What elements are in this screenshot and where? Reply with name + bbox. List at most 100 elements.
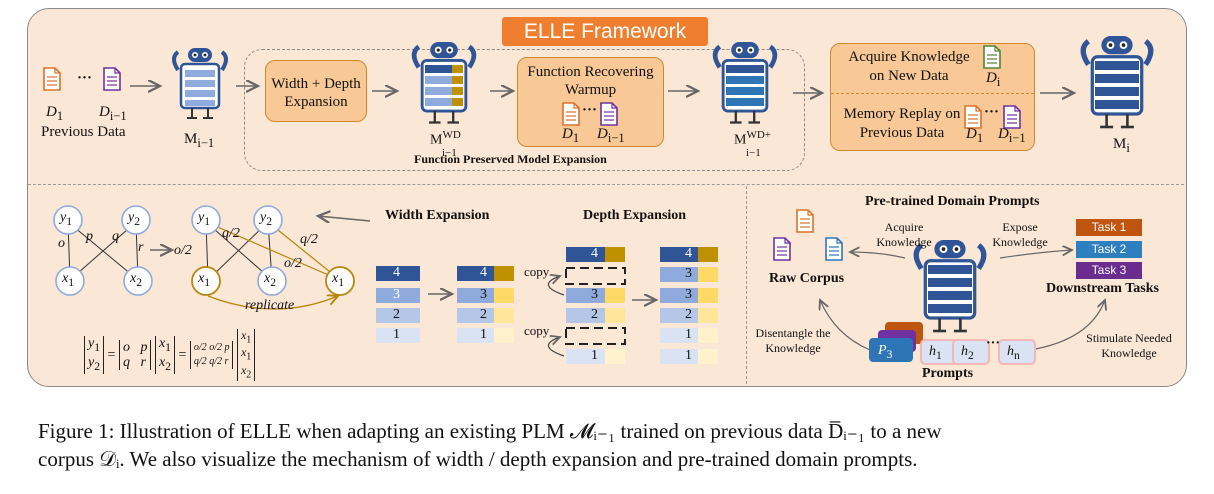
depth-expansion-layers <box>547 247 718 364</box>
model-prev-label: Mi−1 <box>184 131 215 150</box>
label-y1: y1 <box>60 210 73 228</box>
model-expansion-group <box>244 49 805 171</box>
label-x1: x1 <box>62 271 75 289</box>
replicate-label: replicate <box>245 298 295 313</box>
downstream-tasks-label: Downstream Tasks <box>1046 281 1159 296</box>
document-icon <box>796 209 814 233</box>
label-r: r <box>138 240 144 255</box>
task-3-badge: Task 3 <box>1076 262 1142 279</box>
node-y1 <box>53 205 83 235</box>
label-dim1: Di−1 <box>99 104 127 123</box>
layer-num: 2 <box>393 307 400 322</box>
label-x2-exp: x2 <box>264 271 277 289</box>
width-expansion-title: Width Expansion <box>385 208 490 223</box>
document-icon <box>43 67 61 91</box>
prompt-p3 <box>869 338 913 362</box>
label-o: o <box>58 236 65 251</box>
layer-num: 1 <box>480 327 487 342</box>
dots: ··· <box>77 70 93 86</box>
document-icon <box>562 102 580 126</box>
model-wdp-label: MWD+i−1 <box>734 129 771 159</box>
node-x1 <box>55 266 85 296</box>
document-icon <box>964 105 982 129</box>
layer-num: 3 <box>685 287 692 302</box>
layer-num: 3 <box>393 287 400 302</box>
layer-num: 4 <box>591 246 598 261</box>
model-final-label: Mi <box>1113 136 1130 155</box>
label-y1-exp: y1 <box>198 210 211 228</box>
prompts-panel-graphics <box>773 209 1105 365</box>
vertical-divider <box>746 186 747 384</box>
di-label: Di <box>986 70 1001 89</box>
layer-num: 1 <box>685 327 692 342</box>
label-x1-exp: x1 <box>198 271 211 289</box>
h2-label: h2 <box>961 344 974 362</box>
function-warmup-box: Function Recovering Warmup <box>517 57 664 147</box>
layer-num: 4 <box>480 265 487 280</box>
stimulate-caption: Stimulate Needed Knowledge <box>1086 331 1172 360</box>
expose-knowledge-caption: Expose Knowledge <box>992 220 1048 249</box>
layer-num: 2 <box>685 307 692 322</box>
robot-prompts <box>916 240 984 331</box>
layer-num: 4 <box>393 265 400 280</box>
label-y2-exp: y2 <box>260 210 273 228</box>
h1-label: h1 <box>929 344 942 362</box>
layer-num: 2 <box>591 307 598 322</box>
replay-dots: ··· <box>984 104 1000 120</box>
node-y2 <box>121 205 151 235</box>
label-q: q <box>112 229 119 244</box>
layer-num: 4 <box>685 246 692 261</box>
layer-num: 3 <box>480 287 487 302</box>
prompts-label: Prompts <box>922 366 974 381</box>
document-icon <box>825 237 843 261</box>
acquire-knowledge-label: Acquire Knowledge on New Data <box>848 49 970 84</box>
task-2-badge: Task 2 <box>1076 241 1142 258</box>
width-expansion-layers <box>376 266 514 343</box>
document-icon <box>1003 105 1021 129</box>
node-x1-expanded <box>191 266 221 296</box>
knowledge-box <box>830 43 1035 151</box>
replay-dim1: Di−1 <box>998 126 1026 145</box>
label-q2-a: q/2 <box>222 226 240 241</box>
node-y1-expanded <box>191 205 221 235</box>
layer-num: 1 <box>685 348 692 363</box>
memory-replay-label: Memory Replay on Previous Data <box>843 106 961 141</box>
document-icon <box>103 67 121 91</box>
copy-label: copy <box>524 323 550 338</box>
width-depth-box: Width + Depth Expansion <box>265 60 367 122</box>
layer-num: 1 <box>393 327 400 342</box>
depth-expansion-title: Depth Expansion <box>583 208 687 223</box>
label-d1: D1 <box>46 104 64 123</box>
replay-d1: D1 <box>966 126 984 145</box>
p3-label: P3 <box>878 343 893 361</box>
robot-model-wd <box>414 42 474 123</box>
label-o2-b: o/2 <box>284 256 302 271</box>
knowledge-box-divider <box>831 93 1034 94</box>
node-x2-expanded <box>257 266 287 296</box>
label-o2: o/2 <box>174 243 192 258</box>
document-icon <box>773 237 791 261</box>
robot-model-wdplus <box>715 42 775 123</box>
layer-num: 3 <box>685 266 692 281</box>
figure-caption-line2: corpus 𝒟ᵢ. We also visualize the mechani… <box>38 447 918 471</box>
warmup-dots: ··· <box>582 102 598 118</box>
prompts-panel-title: Pre-trained Domain Prompts <box>865 194 1040 209</box>
layer-num: 2 <box>480 307 487 322</box>
robot-model-prev <box>172 46 228 120</box>
function-warmup-label: Function Recovering Warmup <box>527 64 654 98</box>
task-1-badge: Task 1 <box>1076 219 1142 236</box>
layer-num: 1 <box>591 348 598 363</box>
acquire-knowledge-caption: Acquire Knowledge <box>876 220 932 249</box>
fpme-label: Function Preserved Model Expansion <box>414 152 607 166</box>
horizontal-divider <box>28 184 1184 185</box>
warmup-dim1: Di−1 <box>597 126 625 145</box>
label-q2-b: q/2 <box>300 232 318 247</box>
figure-caption-line1: Figure 1: Illustration of ELLE when adap… <box>38 419 942 443</box>
prompt-dots: ··· <box>986 336 1001 351</box>
label-x2: x2 <box>130 271 143 289</box>
previous-data-label: Previous Data <box>41 124 126 140</box>
layer-num: 3 <box>591 287 598 302</box>
disentangle-caption: Disentangle the Knowledge <box>755 326 831 355</box>
